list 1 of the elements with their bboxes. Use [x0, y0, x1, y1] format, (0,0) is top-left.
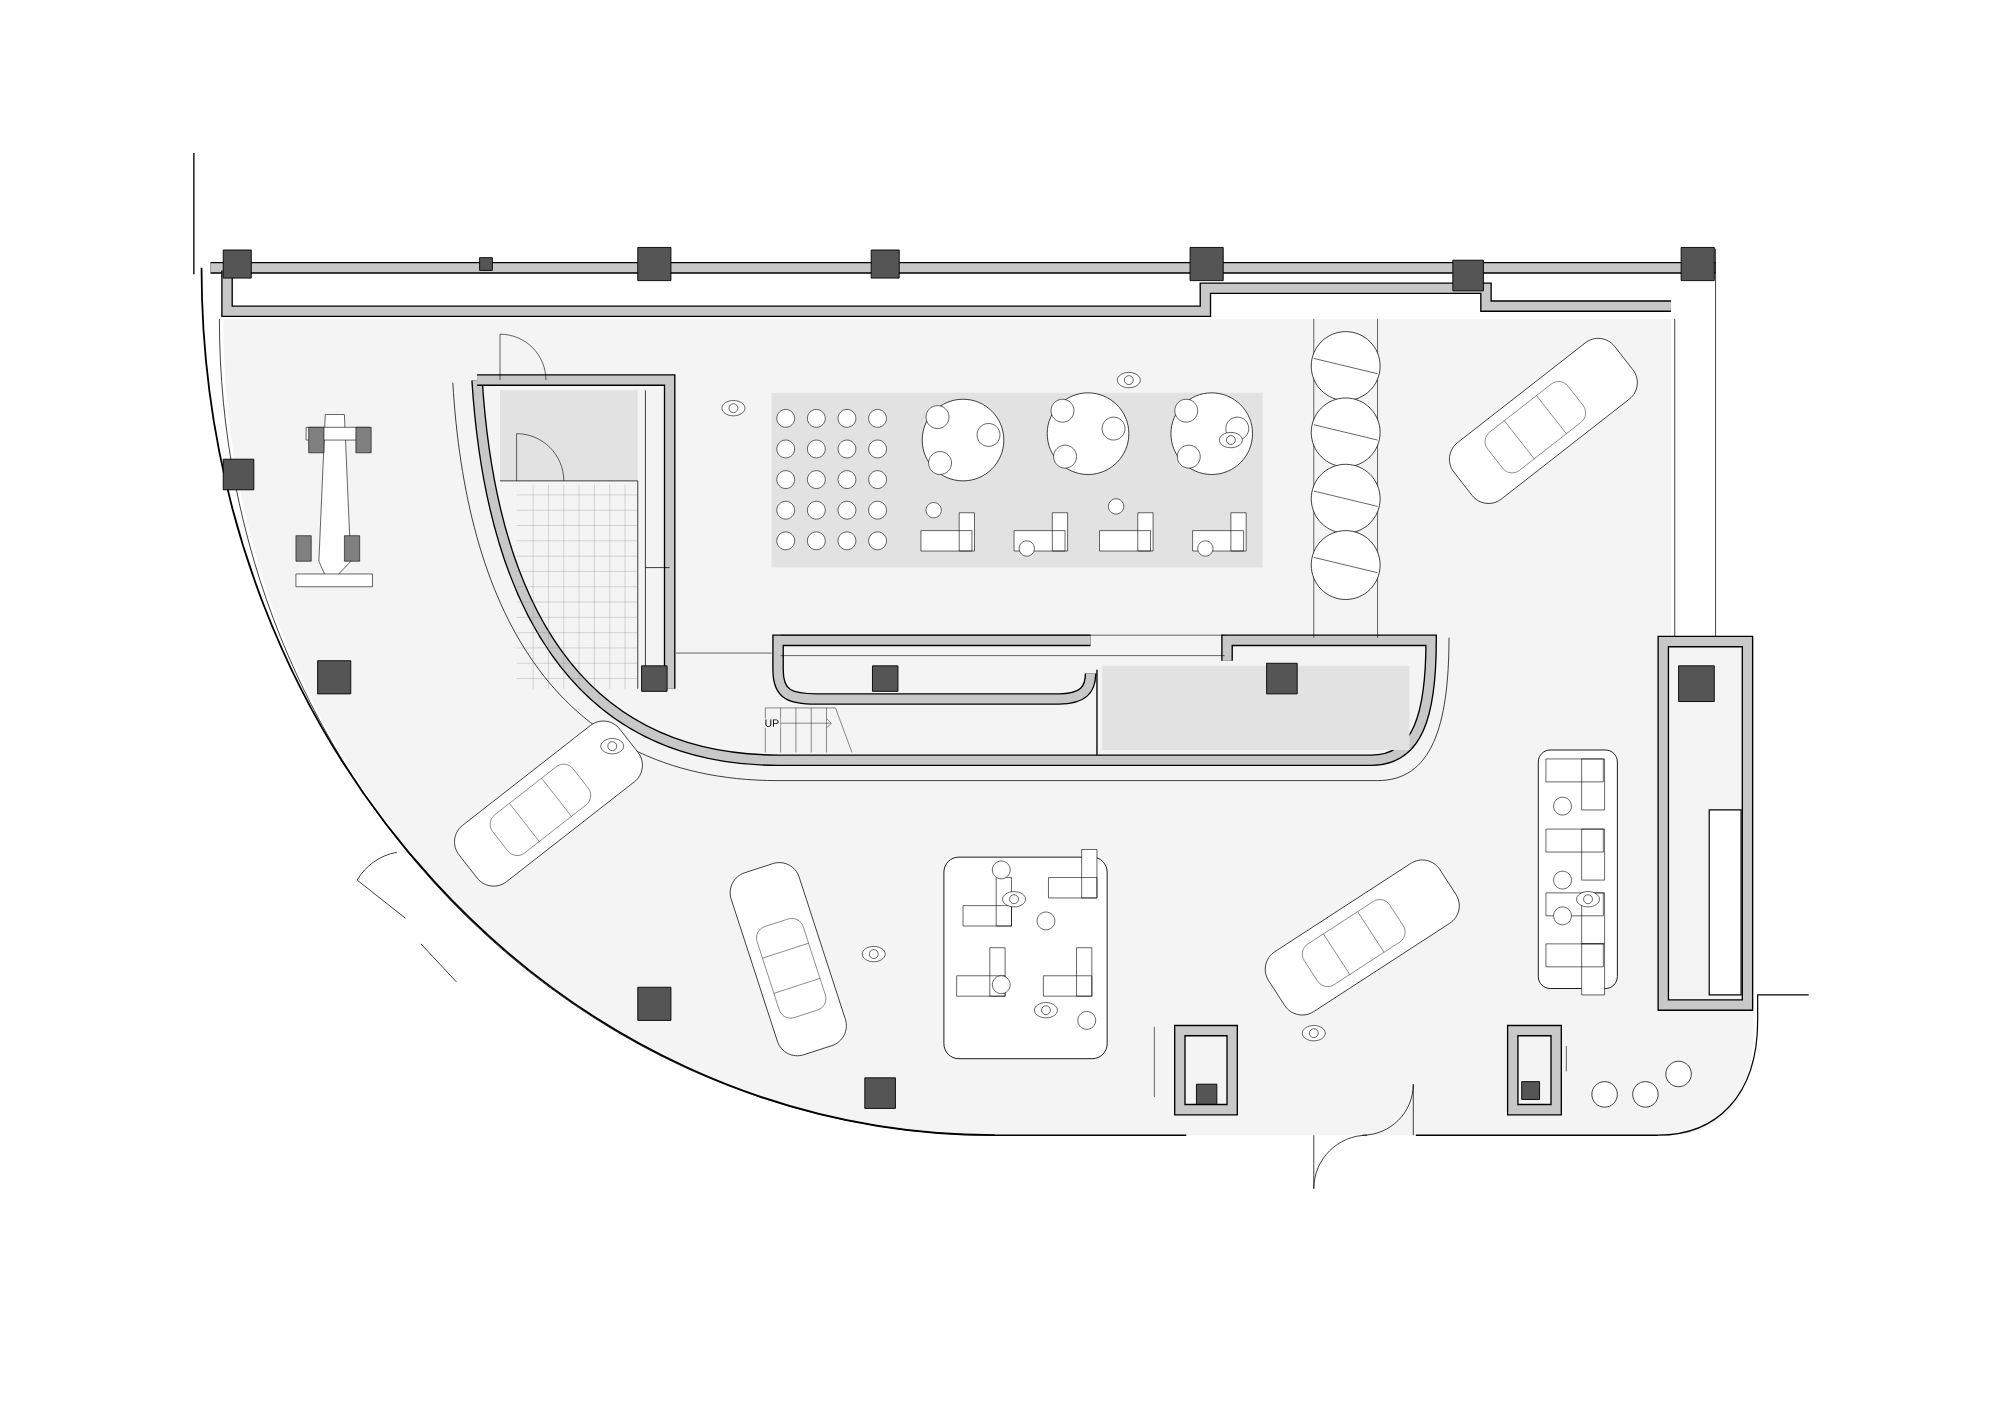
stair-label: UP	[763, 718, 781, 729]
